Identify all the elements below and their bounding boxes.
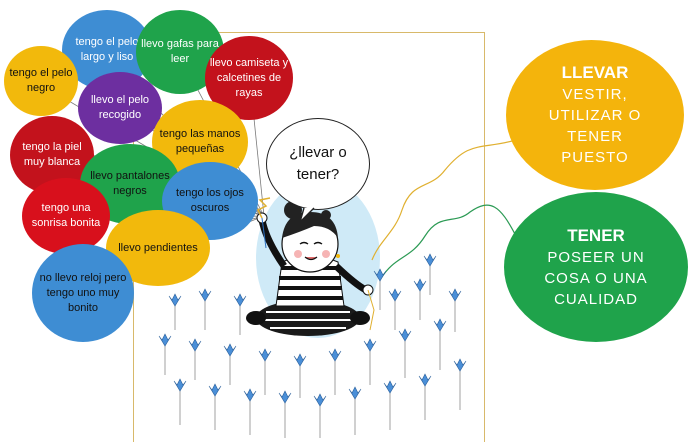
definition-llevar: LLEVAR VESTIR, UTILIZAR O TENER PUESTO xyxy=(506,40,684,190)
balloon-reloj: no llevo reloj pero tengo uno muy bonito xyxy=(32,244,134,342)
definition-llevar-text: VESTIR, UTILIZAR O TENER PUESTO xyxy=(548,86,642,166)
balloon-camiseta: llevo camiseta y calcetines de rayas xyxy=(205,36,293,120)
balloon-recogido: llevo el pelo recogido xyxy=(78,72,162,144)
definition-tener: TENER POSEER UN COSA O UNA CUALIDAD xyxy=(504,192,688,342)
girl-illustration xyxy=(246,197,375,336)
connector-tener xyxy=(379,204,517,281)
definition-llevar-title: LLEVAR xyxy=(561,63,629,82)
connector-llevar xyxy=(371,139,517,261)
flower-field xyxy=(158,253,467,438)
definition-tener-text: POSEER UN COSA O UNA CUALIDAD xyxy=(544,248,648,308)
balloon-pelo-negro: tengo el pelo negro xyxy=(4,46,78,116)
balloon-sonrisa: tengo una sonrisa bonita xyxy=(22,178,110,254)
speech-bubble: ¿llevar o tener? xyxy=(266,118,370,210)
definition-tener-title: TENER xyxy=(567,225,625,245)
